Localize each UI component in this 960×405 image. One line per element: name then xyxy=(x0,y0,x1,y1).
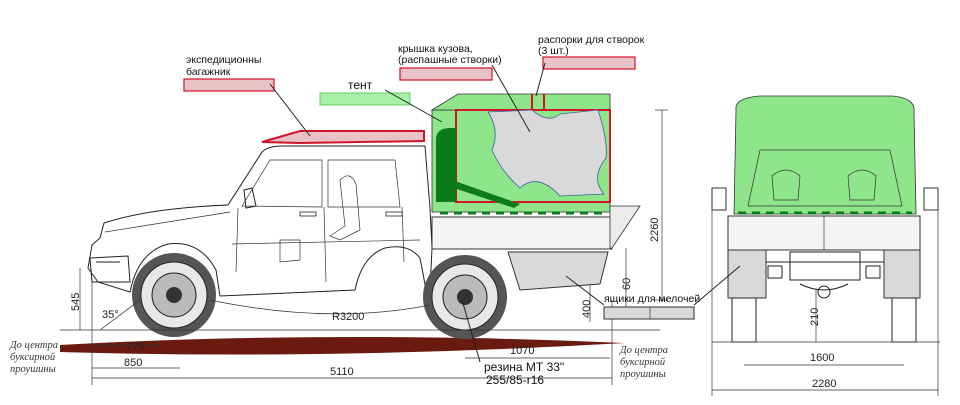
rear-lamp-right xyxy=(865,265,881,279)
front-wheel xyxy=(132,253,216,337)
side-mirror xyxy=(243,187,257,209)
dim-1600: 1600 xyxy=(810,352,834,364)
callout-box-tent xyxy=(319,92,411,106)
label-rack-2: багажник xyxy=(186,66,231,78)
roll-bar xyxy=(436,128,456,202)
label-struts-2: (3 шт.) xyxy=(538,45,569,57)
canopy-front-slope xyxy=(430,93,611,111)
rear-box-right xyxy=(883,249,921,299)
dim-850: 850 xyxy=(124,357,142,369)
rear-cab-window xyxy=(747,149,903,207)
dim-60: 60 xyxy=(621,278,633,290)
rear-mirror-right xyxy=(923,187,939,211)
tow-right-1: До центра xyxy=(619,345,668,356)
tow-left-1: До центра xyxy=(9,340,58,351)
leader-rack xyxy=(269,83,311,137)
dim-2280: 2280 xyxy=(812,378,836,390)
ground-shadow xyxy=(60,336,625,355)
label-rack-1: экспедиционны xyxy=(186,54,261,66)
roll-bar-brace xyxy=(448,180,520,208)
dim-210: 210 xyxy=(809,308,821,326)
leader-tent xyxy=(384,89,443,123)
car-body-outline xyxy=(87,145,501,301)
expedition-roof-rack xyxy=(261,130,425,145)
label-struts-1: распорки для створок xyxy=(538,34,645,46)
rear-axle xyxy=(766,251,884,291)
rear-hitch xyxy=(817,285,831,299)
tow-left-2: буксирной xyxy=(10,352,56,363)
callout-box-lid xyxy=(399,67,493,81)
dim-545: 545 xyxy=(70,293,82,311)
callout-box-boxes xyxy=(603,306,695,320)
leader-struts xyxy=(535,62,546,97)
leader-boxes-rear xyxy=(693,265,741,306)
rear-seat-sketch xyxy=(771,169,877,201)
label-tire-1: резина МТ 33" xyxy=(484,360,564,374)
rear-lamp-left xyxy=(767,265,783,279)
dim-r3200: R3200 xyxy=(332,311,364,323)
car-door-lines xyxy=(104,206,421,283)
lid-gray-area xyxy=(487,109,607,197)
ground-shadow-left xyxy=(60,344,200,353)
rear-canopy xyxy=(733,95,917,215)
callout-box-struts xyxy=(542,56,636,70)
callout-box-rack xyxy=(183,78,275,92)
arc-r3200 xyxy=(209,299,431,315)
tow-right-3: проушины xyxy=(620,369,666,380)
door-handle-front xyxy=(299,211,317,217)
leader-boxes xyxy=(565,275,605,306)
label-lid-1: крышка кузова, xyxy=(398,43,473,55)
leader-tire xyxy=(461,299,481,363)
dim-5110: 5110 xyxy=(330,366,354,378)
dim-2260: 2260 xyxy=(649,218,661,242)
dim-775: 775 xyxy=(126,341,144,353)
front-bumper xyxy=(89,255,131,283)
rear-wheel xyxy=(423,255,507,339)
tow-right-2: буксирной xyxy=(620,357,666,368)
label-small-boxes: ящики для мелочей xyxy=(604,293,700,305)
tow-left-3: проушины xyxy=(10,364,56,375)
rear-mirror-left xyxy=(711,187,727,211)
leader-lid xyxy=(491,64,531,133)
angle-35 xyxy=(99,299,141,331)
tailgate-open xyxy=(609,205,641,249)
seat-outline xyxy=(279,175,361,263)
cargo-bed-side xyxy=(431,216,613,250)
dim-1070: 1070 xyxy=(510,345,534,357)
rear-view-wheel-right xyxy=(891,297,917,343)
label-lid-2: (распашные створки) xyxy=(398,54,502,66)
dim-400: 400 xyxy=(581,300,593,318)
label-tent: тент xyxy=(348,78,373,92)
rear-box-left xyxy=(727,249,767,299)
dim-35: 35° xyxy=(102,309,119,321)
storage-box-side xyxy=(507,251,609,291)
car-windows xyxy=(241,159,401,208)
label-tire-2: 255/85-r16 xyxy=(486,373,544,387)
door-handle-rear xyxy=(385,211,403,217)
rear-view-wheel-left xyxy=(731,297,757,343)
